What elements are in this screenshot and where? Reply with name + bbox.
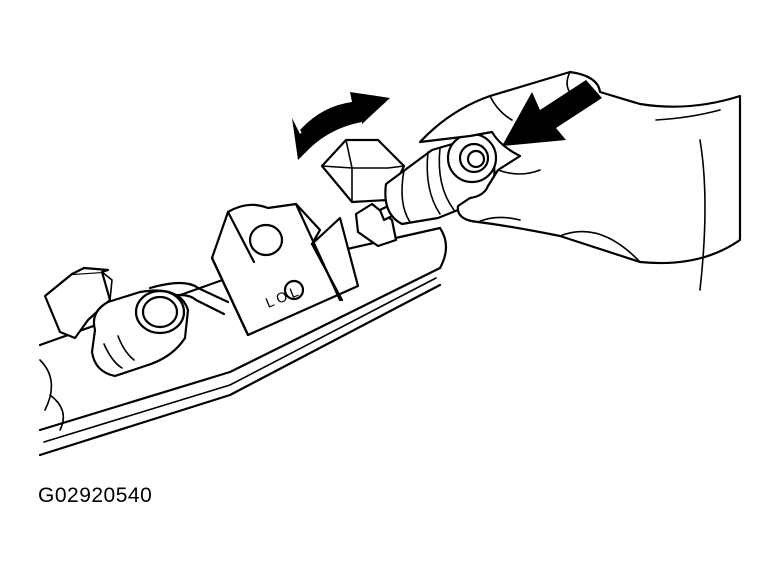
injector-connector [320,138,406,248]
push-arrow-icon [502,80,602,146]
left-injector [43,266,190,378]
hand [418,70,742,291]
mounting-bracket: L O L [210,202,360,337]
figure-code: G02920540 [38,484,153,507]
rotate-arrow-icon [292,92,390,160]
